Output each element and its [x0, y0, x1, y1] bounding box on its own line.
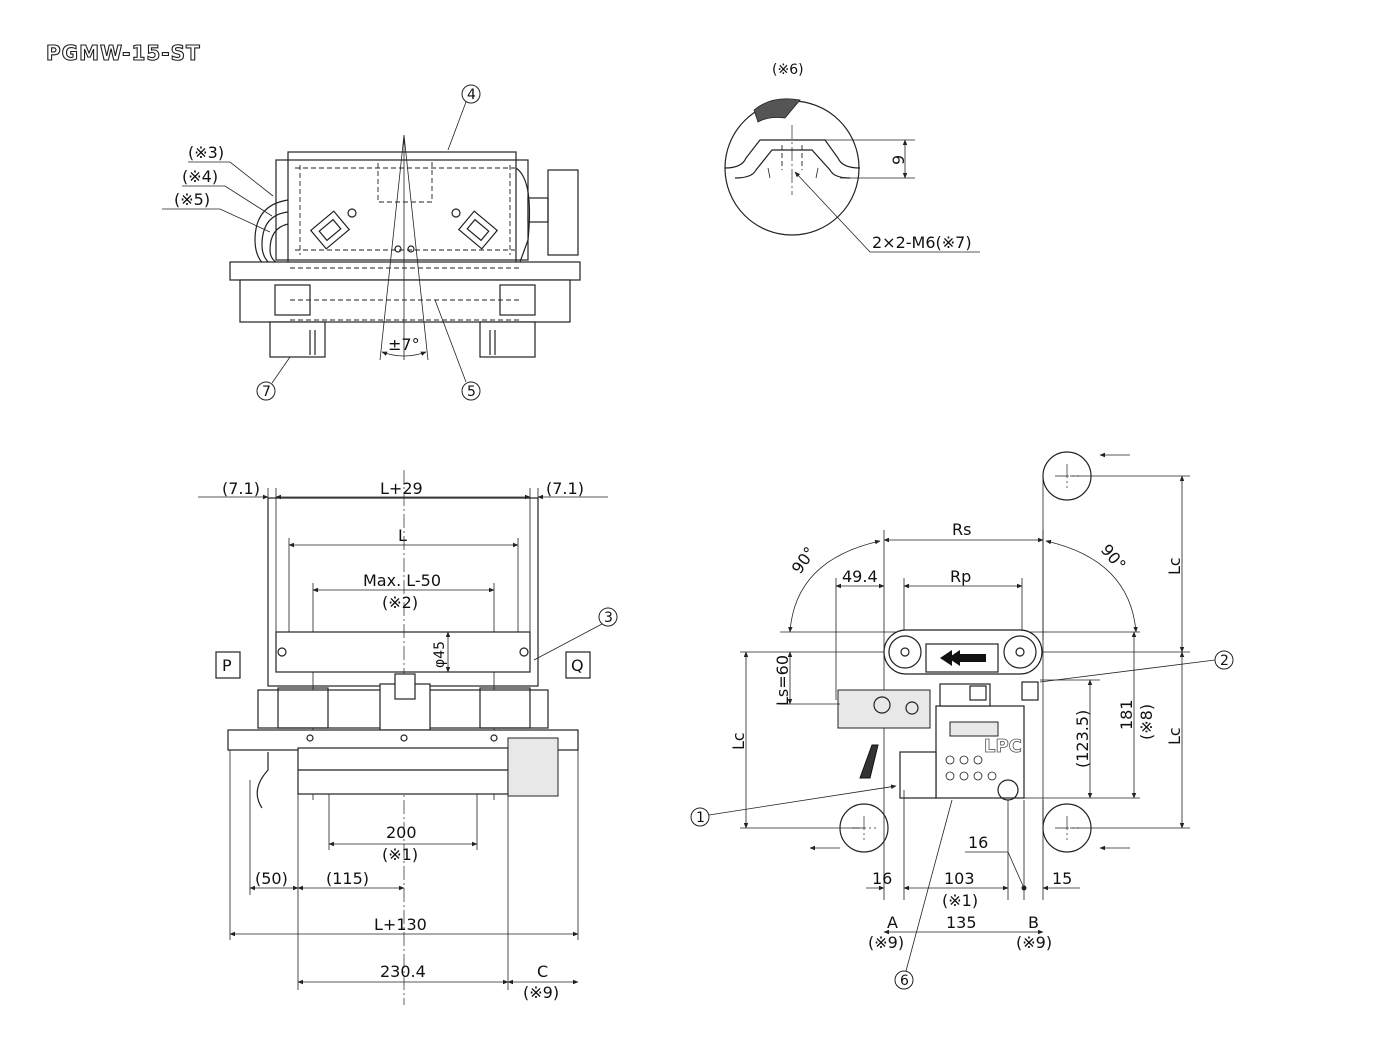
callout-5: 5 — [467, 384, 476, 400]
top-view: (※3) (※4) (※5) ±7° 4 — [162, 84, 581, 401]
front-dim-115: (115) — [326, 869, 369, 888]
side-note9b: (※9) — [1016, 933, 1052, 952]
front-dim-200: 200 — [386, 823, 417, 842]
detail-circle — [724, 100, 860, 236]
front-dim-C: C — [537, 962, 548, 981]
front-dim-right-gap: (7.1) — [546, 479, 584, 498]
side-dim-A: A — [887, 913, 898, 932]
side-logo: LPC — [984, 736, 1022, 757]
side-note1: (※1) — [942, 891, 978, 910]
side-dim-Lc-left: Lc — [729, 732, 748, 750]
side-dim-135: 135 — [946, 913, 977, 932]
top-angle: ±7° — [388, 335, 420, 354]
detail-view: (※6) 9 2×2-M6(※7) — [724, 62, 980, 253]
callout-7: 7 — [262, 384, 271, 400]
front-dim-left-gap: (7.1) — [222, 479, 260, 498]
front-dim-L130: L+130 — [374, 915, 427, 934]
drawing-title: PGMW-15-ST — [46, 41, 201, 65]
side-note8: (※8) — [1137, 704, 1156, 740]
side-dim-181: 181 — [1117, 699, 1136, 730]
front-note2: (※2) — [382, 593, 418, 612]
side-dim-1235: (123.5) — [1073, 710, 1092, 768]
side-dim-Lc-right: Lc — [1165, 727, 1184, 745]
front-dim-L: L — [398, 526, 407, 545]
front-dim-overall-top: L+29 — [380, 479, 423, 498]
front-dim-dia: φ45 — [432, 641, 448, 668]
callout-1: 1 — [696, 810, 705, 826]
side-dim-16b: 16 — [968, 833, 988, 852]
side-dim-B: B — [1028, 913, 1039, 932]
top-note5: (※5) — [174, 190, 210, 209]
front-note1: (※1) — [382, 845, 418, 864]
front-dim-230: 230.4 — [380, 962, 426, 981]
detail-label: (※6) — [772, 62, 804, 78]
side-dim-16a: 16 — [872, 869, 892, 888]
side-angle-left: 90° — [788, 543, 820, 577]
side-dim-15: 15 — [1052, 869, 1072, 888]
side-view: Rs Rp 49.4 90° 90° LPC — [690, 451, 1234, 990]
side-P: P — [222, 656, 232, 675]
side-dim-Rp: Rp — [950, 567, 971, 586]
top-note3: (※3) — [188, 143, 224, 162]
callout-3: 3 — [604, 610, 613, 626]
front-dim-max: Max. L-50 — [363, 571, 441, 590]
detail-hatch — [753, 98, 801, 123]
side-dim-494: 49.4 — [842, 567, 878, 586]
callout-6: 6 — [900, 973, 909, 989]
callout-2: 2 — [1220, 653, 1229, 669]
front-view: (7.1) L+29 (7.1) L Max. L-50 (※2) φ45 P … — [198, 470, 618, 1005]
detail-slot — [724, 139, 861, 169]
side-note9a: (※9) — [868, 933, 904, 952]
side-dim-Rs: Rs — [952, 520, 971, 539]
side-angle-right: 90° — [1097, 540, 1130, 574]
front-note9: (※9) — [523, 983, 559, 1002]
detail-thread-note: 2×2-M6(※7) — [872, 233, 972, 252]
side-dim-103: 103 — [944, 869, 975, 888]
front-dim-50: (50) — [255, 869, 288, 888]
top-note4: (※4) — [182, 167, 218, 186]
side-dim-Ls: Ls=60 — [773, 655, 792, 706]
side-dim-Lc-top: Lc — [1165, 557, 1184, 575]
side-Q: Q — [571, 656, 584, 675]
callout-4: 4 — [467, 87, 476, 103]
detail-depth-dim: 9 — [889, 155, 908, 165]
